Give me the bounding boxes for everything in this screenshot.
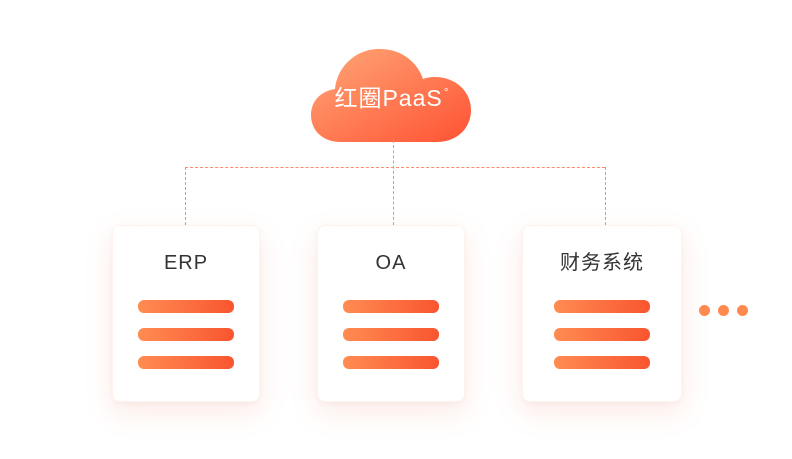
placeholder-bar (343, 328, 439, 341)
placeholder-bar (343, 356, 439, 369)
system-card-erp: ERP (112, 225, 260, 402)
connector-vertical-left (185, 167, 186, 225)
cloud-label: 红圈PaaS° (306, 86, 478, 110)
connector-vertical-right (605, 167, 606, 225)
connector-horizontal (185, 167, 605, 168)
ellipsis-dot (699, 305, 710, 316)
cloud-label-mark: ° (443, 85, 450, 99)
card-title: ERP (163, 252, 209, 274)
cloud-icon (311, 48, 471, 142)
system-card-oa: OA (317, 225, 465, 402)
placeholder-bars (554, 300, 650, 369)
placeholder-bar (343, 300, 439, 313)
placeholder-bars (138, 300, 234, 369)
cloud-label-text: 红圈PaaS (334, 85, 443, 111)
placeholder-bar (138, 300, 234, 313)
system-card-finance: 财务系统 (522, 225, 682, 402)
placeholder-bar (554, 328, 650, 341)
card-title: OA (375, 252, 407, 274)
ellipsis-dot (718, 305, 729, 316)
paas-cloud: 红圈PaaS° (306, 34, 478, 144)
placeholder-bar (138, 356, 234, 369)
connector-vertical-middle (393, 140, 394, 225)
placeholder-bar (138, 328, 234, 341)
placeholder-bar (554, 300, 650, 313)
ellipsis-dot (737, 305, 748, 316)
card-title: 财务系统 (560, 252, 644, 274)
more-systems-indicator (699, 305, 748, 316)
placeholder-bars (343, 300, 439, 369)
placeholder-bar (554, 356, 650, 369)
